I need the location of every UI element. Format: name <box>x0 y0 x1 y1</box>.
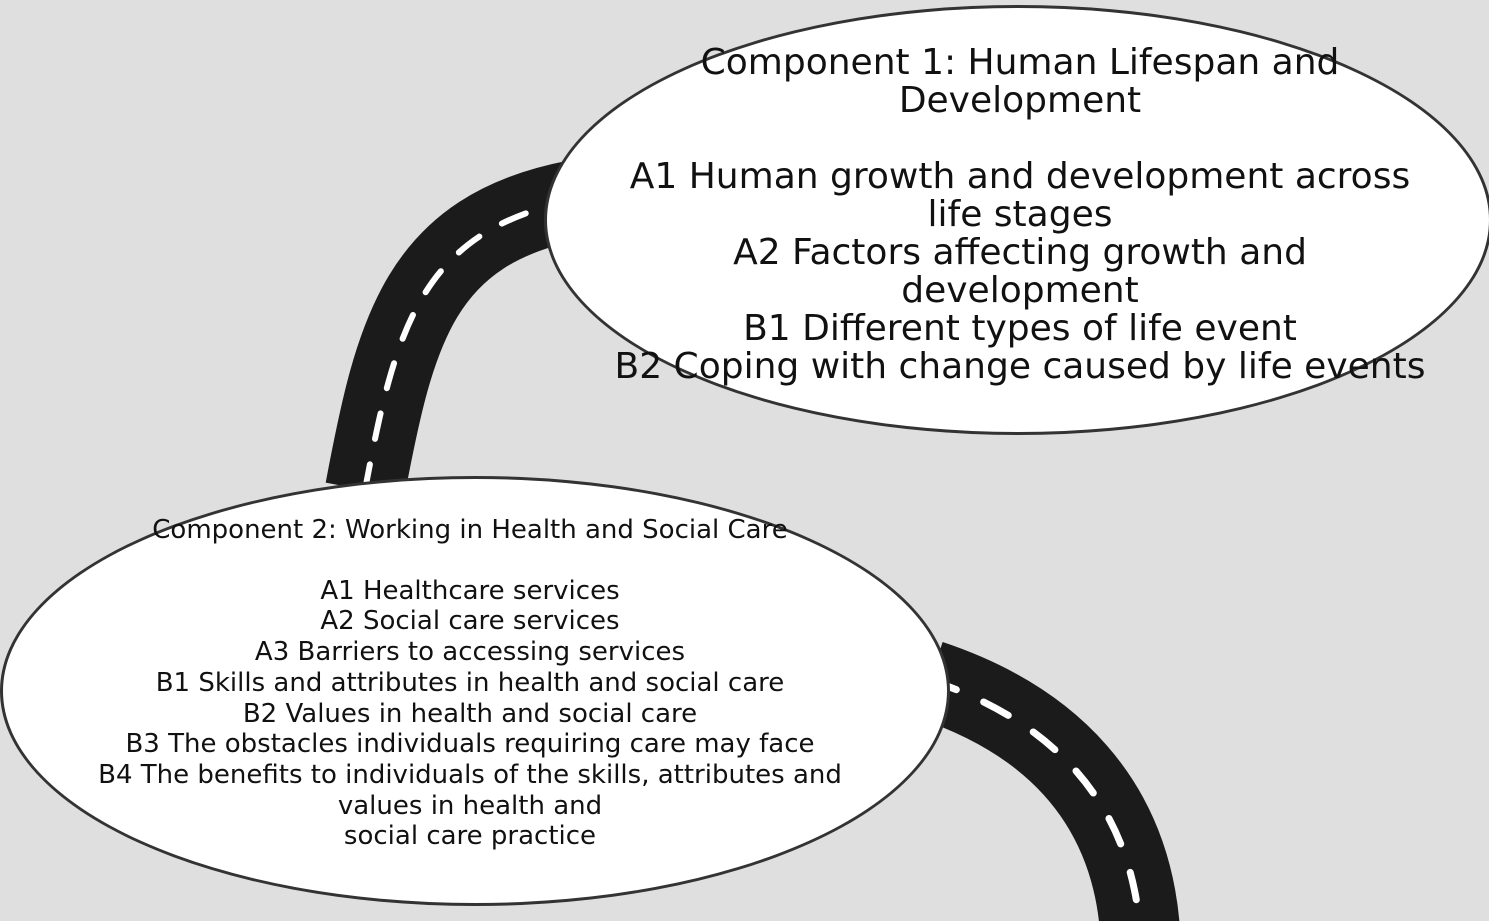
component-1-item: A2 Factors affecting growth and <box>733 232 1307 273</box>
component-1-title-line-1: Component 1: Human Lifespan and <box>700 42 1340 83</box>
component-2-item: A2 Social care services <box>320 606 620 637</box>
component-2-item: A3 Barriers to accessing services <box>254 637 686 668</box>
component-1-item: life stages <box>927 194 1113 235</box>
component-2-item: values in health and <box>337 790 603 821</box>
road-lane-markings-upper <box>362 197 578 493</box>
component-1-title-line-2: Development <box>898 80 1142 121</box>
component-2-item: A1 Healthcare services <box>320 575 620 606</box>
component-1-item: A1 Human growth and development across <box>629 156 1411 197</box>
component-2-item: B3 The obstacles individuals requiring c… <box>125 729 815 760</box>
component-1-bubble <box>544 5 1489 435</box>
component-2-text: Component 2: Working in Health and Socia… <box>10 515 930 852</box>
component-1-spacer <box>560 120 1480 158</box>
component-2-item: B1 Skills and attributes in health and s… <box>155 667 785 698</box>
road-segment-lower <box>916 642 1180 921</box>
component-2-spacer <box>10 546 930 576</box>
component-1-item: development <box>901 270 1139 311</box>
component-2-title: Component 2: Working in Health and Socia… <box>152 515 788 545</box>
component-1-item: B2 Coping with change caused by life eve… <box>614 346 1426 387</box>
component-2-item: social care practice <box>343 821 597 852</box>
component-1-item: B1 Different types of life event <box>743 308 1297 349</box>
component-2-bubble <box>0 476 950 906</box>
component-2-item: B4 The benefits to individuals of the sk… <box>98 759 842 790</box>
road-lane-markings-lower <box>926 676 1143 921</box>
component-2-item: B2 Values in health and social care <box>242 698 698 729</box>
component-1-text: Component 1: Human Lifespan and Developm… <box>560 44 1480 386</box>
